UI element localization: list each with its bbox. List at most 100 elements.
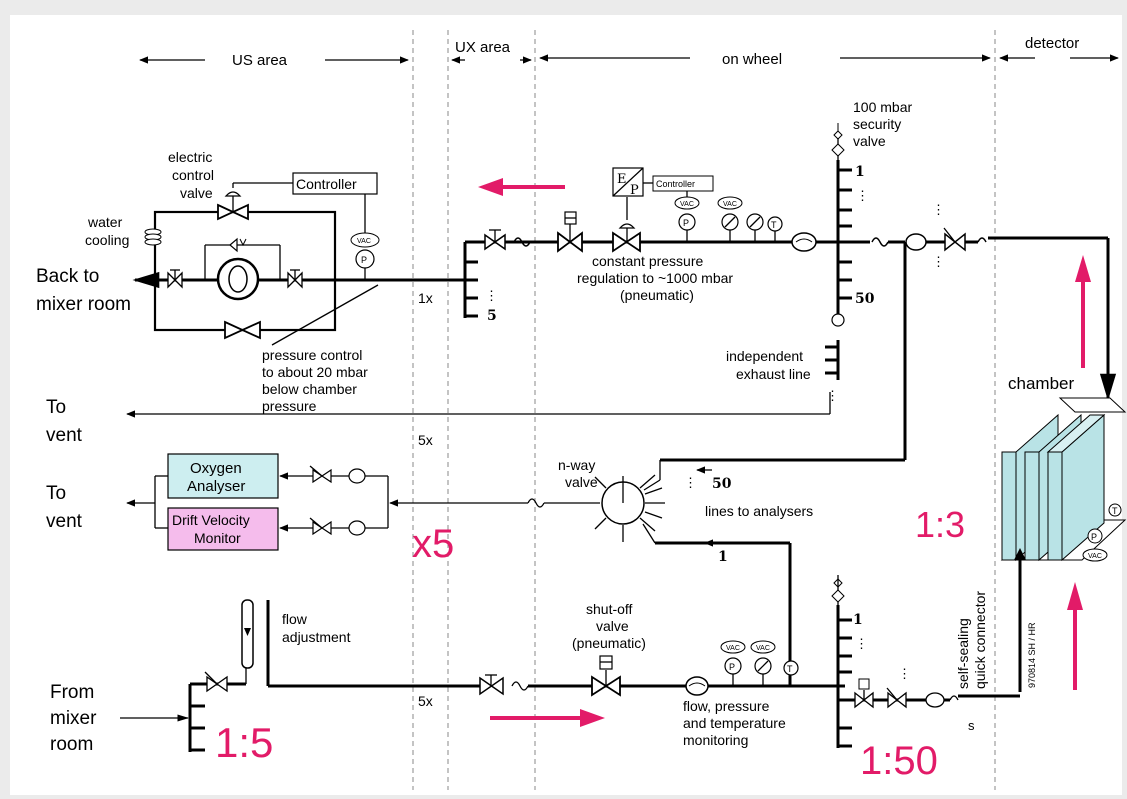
svg-text:vent: vent xyxy=(46,425,83,446)
regulation-line: E P Controller VAC P VAC T constant pres… xyxy=(478,167,840,303)
flow-adjustment-label: flow xyxy=(282,611,308,627)
oxygen-analyser-label: Oxygen xyxy=(190,460,242,477)
connector-icon xyxy=(871,237,889,247)
svg-text:VAC: VAC xyxy=(357,238,371,245)
connector-icon xyxy=(527,498,545,508)
svg-text:P: P xyxy=(729,662,735,672)
svg-text:⋮: ⋮ xyxy=(485,288,498,303)
flowmeter-icon xyxy=(925,692,945,708)
flow-direction-arrow xyxy=(478,178,503,196)
exhaust-line-label: independent xyxy=(726,348,803,364)
svg-text:mixer: mixer xyxy=(50,708,97,729)
analyser-section: Oxygen Analyser Drift Velocity Monitor T… xyxy=(46,453,813,686)
svg-text:VAC: VAC xyxy=(756,645,770,652)
chamber-manifold: 1 ⋮ 50 100 mbar security valve ⋮ ⋮ xyxy=(659,99,1117,480)
flow-direction-arrow xyxy=(580,709,605,727)
svg-text:⋮: ⋮ xyxy=(684,475,697,490)
svg-text:vent: vent xyxy=(46,511,83,532)
return-circuit: Controller VAC P Back to mixer room elec… xyxy=(36,149,465,414)
svg-text:(pneumatic): (pneumatic) xyxy=(620,287,694,303)
quick-connector-icon xyxy=(949,695,959,701)
flowmeter-icon xyxy=(348,468,366,484)
n-way-valve-icon xyxy=(594,474,665,542)
drift-velocity-monitor-box xyxy=(167,507,279,551)
self-sealing-connector-label: self-sealing xyxy=(955,618,971,689)
monitoring-label: flow, pressure xyxy=(683,698,770,714)
connector-icon xyxy=(513,237,531,247)
connector-icon xyxy=(511,681,529,691)
svg-text:s: s xyxy=(968,718,975,733)
svg-text:50: 50 xyxy=(855,291,875,307)
svg-text:5: 5 xyxy=(487,308,497,324)
svg-text:valve: valve xyxy=(596,618,629,634)
svg-text:pressure: pressure xyxy=(262,398,317,414)
svg-text:⋮: ⋮ xyxy=(932,202,945,217)
ratio-1-3: 1:3 xyxy=(915,504,965,545)
back-to-label: Back to xyxy=(36,266,99,287)
n-way-valve-label: n-way xyxy=(558,457,595,473)
svg-text:T: T xyxy=(771,220,777,230)
svg-text:1: 1 xyxy=(855,164,865,180)
svg-text:1: 1 xyxy=(853,612,863,628)
supply-circuit: From mixer room 1:5 flow adjustment 5x s… xyxy=(50,575,1083,783)
flow-direction-arrow xyxy=(1075,255,1091,282)
from-mixer-label: From xyxy=(50,682,94,703)
svg-text:room: room xyxy=(50,734,93,755)
flowmeter-icon xyxy=(905,233,927,251)
area-headers: US area UX area on wheel detector xyxy=(139,35,1119,69)
pump-icon xyxy=(216,257,260,301)
svg-text:(pneumatic): (pneumatic) xyxy=(572,635,646,651)
svg-text:⋮: ⋮ xyxy=(932,254,945,269)
constant-pressure-note: constant pressure xyxy=(592,253,703,269)
controller-box xyxy=(292,172,378,195)
oxygen-analyser-box xyxy=(167,453,279,499)
diagram-frame xyxy=(10,15,1122,795)
svg-text:quick connector: quick connector xyxy=(972,591,988,689)
svg-text:to about 20 mbar: to about 20 mbar xyxy=(262,364,368,380)
controller-label: Controller xyxy=(296,176,357,192)
area-dividers xyxy=(412,30,996,790)
svg-text:P: P xyxy=(361,255,367,265)
drawing-id: 970814 SH / HR xyxy=(1027,622,1037,688)
svg-text:adjustment: adjustment xyxy=(282,629,351,645)
water-cooling-icon xyxy=(144,228,162,246)
multiplicity-x5: x5 xyxy=(412,522,454,566)
svg-text:valve: valve xyxy=(565,474,598,490)
controller-box xyxy=(652,175,714,192)
return-manifold: ⋮ 5 xyxy=(463,229,545,324)
chamber: chamber T P VAC 1:3 xyxy=(915,374,1127,692)
exhaust-line: ⋮ independent exhaust line To vent 5x xyxy=(46,340,840,448)
svg-text:⋮: ⋮ xyxy=(898,666,911,681)
svg-text:cooling: cooling xyxy=(85,232,129,248)
ratio-1-50: 1:50 xyxy=(860,739,938,783)
multiplicity-5x: 5x xyxy=(418,693,433,709)
drift-velocity-label: Drift Velocity xyxy=(172,512,250,528)
multiplicity-5x: 5x xyxy=(418,432,433,448)
svg-text:P: P xyxy=(683,218,689,228)
shutoff-valve-label: shut-off xyxy=(586,601,633,617)
svg-text:electric: electric xyxy=(168,149,212,165)
on-wheel-label: on wheel xyxy=(722,51,782,68)
mixer-room-label: mixer room xyxy=(36,294,131,315)
svg-text:⋮: ⋮ xyxy=(856,188,869,203)
thermometer-icon xyxy=(783,660,799,676)
svg-text:⋮: ⋮ xyxy=(855,636,868,651)
pressure-control-note: pressure control xyxy=(262,347,362,363)
check-valve-icon xyxy=(229,237,238,253)
svg-text:VAC: VAC xyxy=(1088,553,1102,560)
svg-text:regulation to ~1000 mbar: regulation to ~1000 mbar xyxy=(577,270,733,286)
flowmeter-icon xyxy=(348,520,366,536)
svg-text:P: P xyxy=(1091,532,1097,542)
security-valve-label: 100 mbar xyxy=(853,99,912,115)
svg-text:50: 50 xyxy=(712,476,732,492)
svg-text:VAC: VAC xyxy=(680,201,694,208)
us-area-label: US area xyxy=(232,52,288,69)
chamber-label: chamber xyxy=(1008,374,1074,393)
multiplicity-1x: 1x xyxy=(418,290,433,306)
svg-text:P: P xyxy=(630,183,639,198)
svg-text:T: T xyxy=(1112,506,1118,516)
svg-text:security: security xyxy=(853,116,901,132)
svg-text:water: water xyxy=(87,214,123,230)
ux-area-label: UX area xyxy=(455,39,511,56)
